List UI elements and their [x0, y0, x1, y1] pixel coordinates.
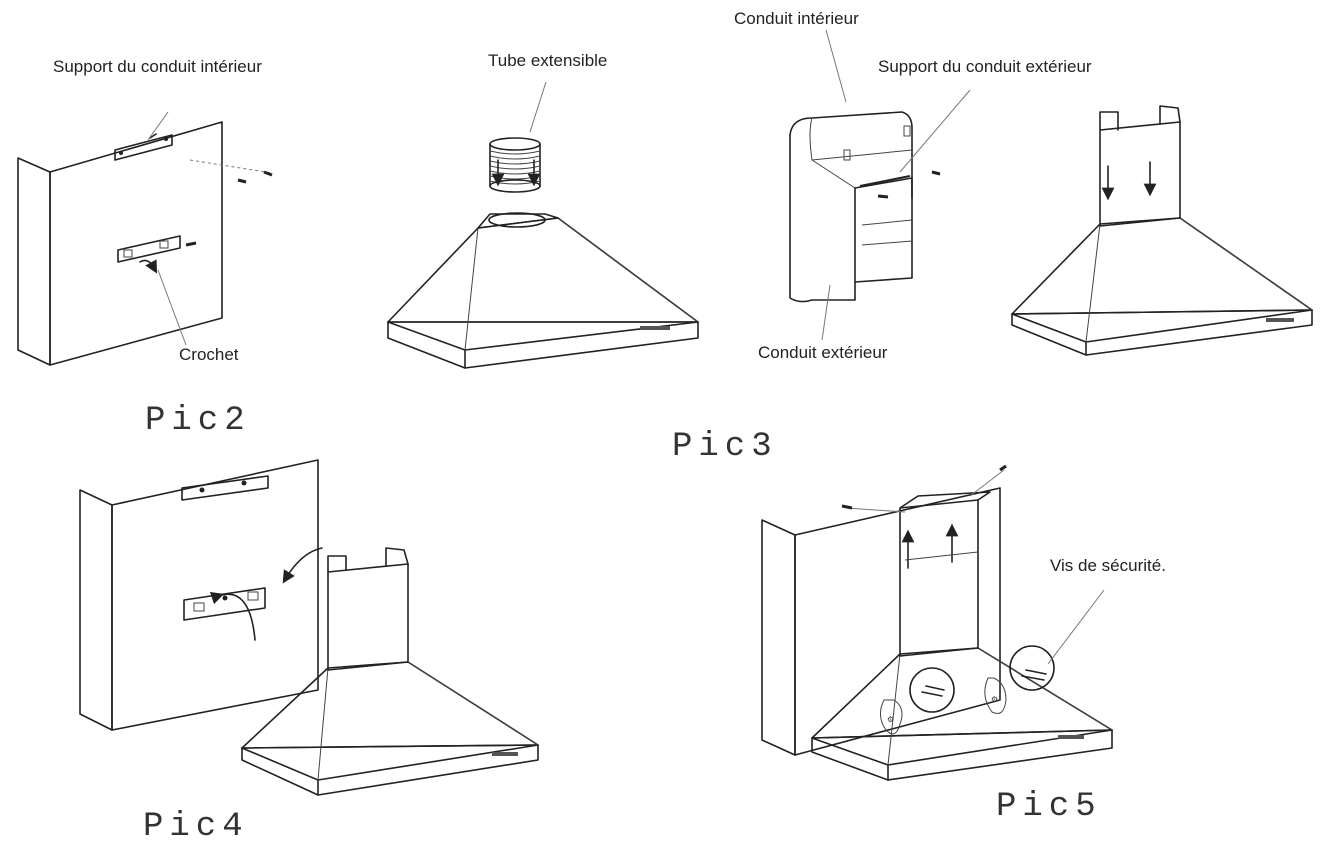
caption-pic3: Pic3	[672, 428, 778, 466]
label-conduit-outer: Conduit extérieur	[758, 343, 888, 362]
pic5-wall	[761, 487, 1001, 756]
pic2-leader-support	[147, 111, 169, 141]
pic5-hood: ⚙ ⚙	[811, 464, 1113, 781]
label-tube: Tube extensible	[488, 51, 608, 70]
label-vis: Vis de sécurité.	[1050, 556, 1166, 575]
label-crochet: Crochet	[179, 345, 239, 364]
pic3-hood-tube	[387, 137, 699, 369]
pic4-wall	[79, 459, 319, 731]
label-support-inner: Support du conduit intérieur	[53, 57, 262, 76]
pic3-ducts	[789, 111, 941, 303]
label-support-outer: Support du conduit extérieur	[878, 57, 1092, 76]
pic4-hood	[241, 547, 539, 796]
label-conduit-inner: Conduit intérieur	[734, 9, 859, 28]
pic3-hood-chimney	[1011, 105, 1313, 356]
pic3-leader-inner-duct	[825, 29, 847, 103]
svg-text:⚙: ⚙	[991, 695, 998, 704]
caption-pic5: Pic5	[996, 788, 1102, 826]
pic3-leader-outer-duct	[821, 284, 831, 341]
caption-pic4: Pic4	[143, 808, 249, 845]
pic3-leader-tube	[529, 81, 547, 133]
pic3-leader-support-outer	[899, 89, 971, 173]
pic2-inner-duct-bracket	[114, 133, 273, 184]
pic2-leader-crochet	[157, 269, 187, 346]
svg-text:⚙: ⚙	[887, 715, 894, 724]
caption-pic2: Pic2	[145, 402, 251, 440]
pic2-hook-bracket	[117, 235, 197, 274]
